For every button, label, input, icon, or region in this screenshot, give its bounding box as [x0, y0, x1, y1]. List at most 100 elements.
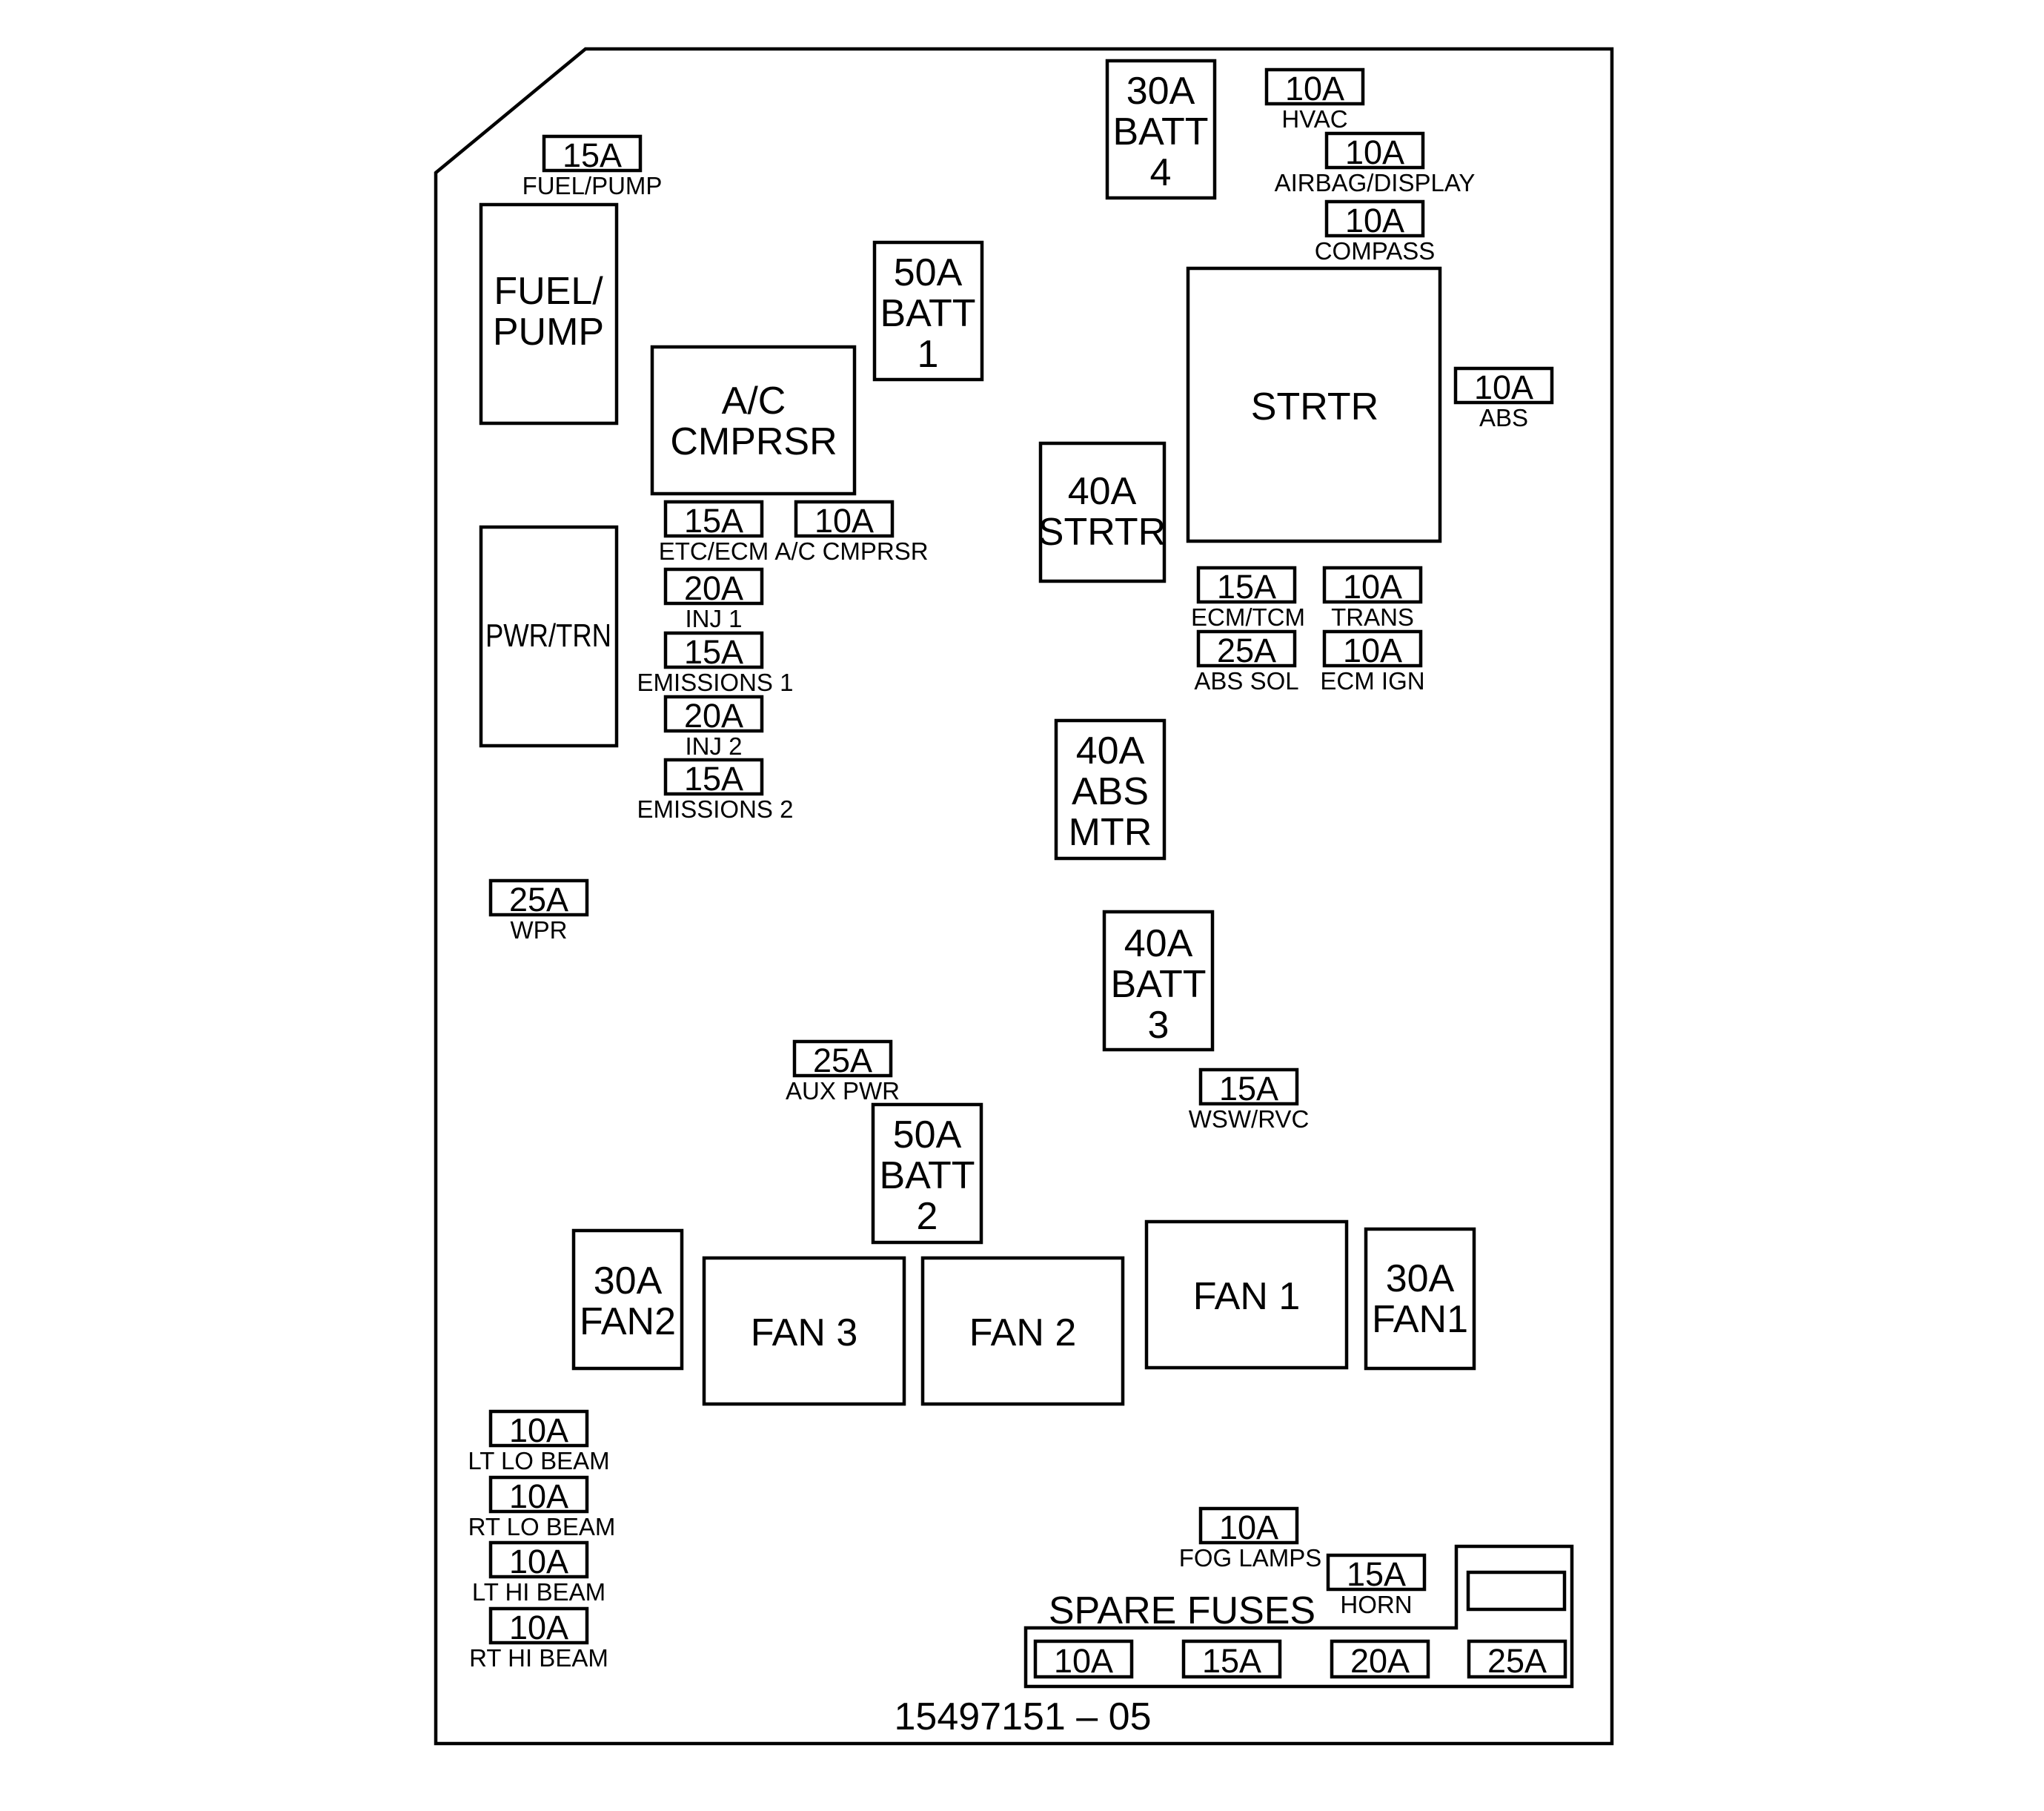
cartridge-30a-fan1: 30A FAN1	[1364, 1227, 1476, 1371]
fuse-hvac-amp: 10A	[1285, 70, 1344, 107]
cartridge-40a-batt-3: 40A BATT 3	[1102, 910, 1215, 1052]
fuse-horn-amp: 15A	[1347, 1555, 1406, 1593]
cartridge-30a-batt-4: 30A BATT 4	[1105, 59, 1217, 200]
spare-fuse-15a-amp: 15A	[1202, 1642, 1261, 1680]
fuse-rt-lo-beam-amp: 10A	[509, 1477, 568, 1515]
relay-strtr-label: STRTR	[1251, 385, 1378, 428]
fuse-compass-label: COMPASS	[1315, 237, 1436, 265]
fuse-rt-lo-beam: 10A RT LO BEAM	[468, 1475, 616, 1540]
fuse-wsw-rvc-label: WSW/RVC	[1189, 1105, 1310, 1133]
relay-fan-2-label: FAN 2	[969, 1311, 1077, 1354]
cartridge-batt-3-line3: 3	[1148, 1004, 1169, 1047]
fuse-rt-hi-beam-label: RT HI BEAM	[469, 1644, 608, 1672]
fuse-ecm-tcm-amp: 15A	[1217, 568, 1276, 606]
fuse-wpr-amp: 25A	[509, 881, 568, 918]
fuse-trans-label: TRANS	[1331, 603, 1414, 631]
relay-fuel-pump-line1: FUEL/	[494, 270, 603, 313]
fuse-inj-1: 20A INJ 1	[663, 567, 764, 632]
cartridge-50a-batt-2: 50A BATT 2	[871, 1102, 983, 1245]
fuse-inj-2-label: INJ 2	[685, 732, 742, 760]
fuse-trans: 10A TRANS	[1322, 566, 1423, 631]
cartridge-abs-mtr-amp: 40A	[1076, 729, 1145, 772]
spare-fuse-20a: 20A	[1330, 1639, 1430, 1680]
cartridge-batt-2-line3: 2	[917, 1195, 938, 1238]
fuse-hvac: 10A HVAC	[1264, 67, 1365, 133]
fuse-wpr-label: WPR	[511, 916, 568, 944]
fuse-wsw-rvc: 15A WSW/RVC	[1189, 1067, 1310, 1133]
fuse-fuel-pump-label: FUEL/PUMP	[522, 172, 663, 199]
fuse-box-outline	[434, 47, 1614, 1746]
spare-fuses-title: SPARE FUSES	[1049, 1589, 1315, 1632]
fuse-ecm-tcm-label: ECM/TCM	[1191, 603, 1305, 631]
spare-fuse-20a-amp: 20A	[1350, 1642, 1410, 1680]
cartridge-batt-1-line2: BATT	[880, 292, 975, 335]
cartridge-batt-3-amp: 40A	[1124, 922, 1193, 965]
cartridge-30a-fan2: 30A FAN2	[571, 1228, 684, 1371]
fuse-lt-lo-beam-amp: 10A	[509, 1411, 568, 1449]
fuse-rt-lo-beam-label: RT LO BEAM	[468, 1513, 616, 1540]
fuse-emissions-1-label: EMISSIONS 1	[637, 669, 794, 696]
cartridge-fan1-amp: 30A	[1386, 1257, 1455, 1300]
fuse-emissions-1: 15A EMISSIONS 1	[637, 631, 794, 696]
fuse-emissions-2-amp: 15A	[684, 760, 743, 798]
fuse-airbag-display: 10A AIRBAG/DISPLAY	[1275, 131, 1475, 196]
fuse-inj-1-label: INJ 1	[685, 605, 742, 632]
cartridge-batt-4-line2: BATT	[1112, 110, 1208, 153]
fuse-ac-cmprsr-label: A/C CMPRSR	[774, 537, 928, 565]
cartridge-batt-4-amp: 30A	[1126, 70, 1195, 113]
part-number: 15497151 – 05	[894, 1695, 1151, 1738]
relay-ac-cmprsr: A/C CMPRSR	[650, 345, 857, 496]
fuse-lt-lo-beam-label: LT LO BEAM	[468, 1447, 609, 1474]
fuse-aux-pwr: 25A AUX PWR	[786, 1039, 900, 1105]
fuse-inj-2-amp: 20A	[684, 697, 743, 735]
cartridge-batt-2-line2: BATT	[879, 1154, 975, 1197]
cartridge-40a-abs-mtr: 40A ABS MTR	[1054, 718, 1167, 861]
fuse-airbag-display-amp: 10A	[1345, 133, 1404, 171]
fuse-compass-amp: 10A	[1345, 202, 1404, 239]
relay-fan-3-label: FAN 3	[751, 1311, 858, 1354]
fuse-lt-hi-beam-amp: 10A	[509, 1543, 568, 1580]
cartridge-abs-mtr-line3: MTR	[1069, 811, 1152, 854]
fuse-etc-ecm-label: ETC/ECM	[659, 537, 769, 565]
fuse-abs-amp: 10A	[1474, 368, 1533, 406]
cartridge-50a-batt-1: 50A BATT 1	[872, 240, 984, 382]
fuse-emissions-2: 15A EMISSIONS 2	[637, 758, 793, 823]
fuse-horn: 15A HORN	[1326, 1553, 1427, 1618]
fuse-ecm-tcm: 15A ECM/TCM	[1191, 566, 1305, 631]
fuse-ac-cmprsr: 10A A/C CMPRSR	[774, 500, 929, 565]
relay-fan-3: FAN 3	[702, 1256, 906, 1406]
fuse-aux-pwr-label: AUX PWR	[786, 1077, 900, 1105]
fuse-fog-lamps: 10A FOG LAMPS	[1179, 1506, 1321, 1572]
cartridge-fan1-label: FAN1	[1372, 1298, 1468, 1341]
relay-strtr: STRTR	[1186, 266, 1442, 543]
fuse-wsw-rvc-amp: 15A	[1219, 1070, 1278, 1108]
spare-fuse-25a: 25A	[1467, 1639, 1567, 1680]
cartridge-fan2-label: FAN2	[580, 1300, 676, 1343]
fuse-abs-label: ABS	[1479, 404, 1528, 431]
fuse-ecm-ign-label: ECM IGN	[1320, 667, 1424, 695]
fuse-inj-1-amp: 20A	[684, 569, 743, 607]
cartridge-batt-1-line3: 1	[918, 333, 939, 376]
fuse-fog-lamps-amp: 10A	[1219, 1509, 1278, 1546]
fuse-rt-hi-beam-amp: 10A	[509, 1609, 568, 1646]
fuse-puller-slot	[1466, 1570, 1567, 1612]
cartridge-batt-3-line2: BATT	[1110, 963, 1206, 1006]
fuse-trans-amp: 10A	[1343, 568, 1402, 606]
cartridge-batt-1-amp: 50A	[894, 251, 963, 294]
fuse-fuel-pump-amp: 15A	[563, 136, 622, 174]
relay-ac-cmprsr-line2: CMPRSR	[670, 420, 837, 463]
relay-pwr-trn-label: PWR/TRN	[485, 618, 611, 654]
fuse-etc-ecm-amp: 15A	[684, 502, 743, 540]
relay-fuel-pump-line2: PUMP	[493, 311, 604, 354]
fuse-abs-sol-label: ABS SOL	[1194, 667, 1298, 695]
cartridge-batt-4-line3: 4	[1150, 151, 1172, 194]
relay-fuel-pump: FUEL/ PUMP	[479, 202, 619, 426]
spare-fuse-10a-amp: 10A	[1054, 1642, 1113, 1680]
fuse-etc-ecm: 15A ETC/ECM	[659, 500, 769, 565]
fuse-wpr: 25A WPR	[488, 878, 589, 944]
relay-fan-1-label: FAN 1	[1193, 1275, 1301, 1318]
cartridge-40a-strtr: 40A STRTR	[1038, 441, 1167, 583]
fuse-hvac-label: HVAC	[1281, 105, 1347, 133]
spare-fuse-15a: 15A	[1181, 1639, 1282, 1680]
relay-ac-cmprsr-line1: A/C	[722, 380, 786, 423]
